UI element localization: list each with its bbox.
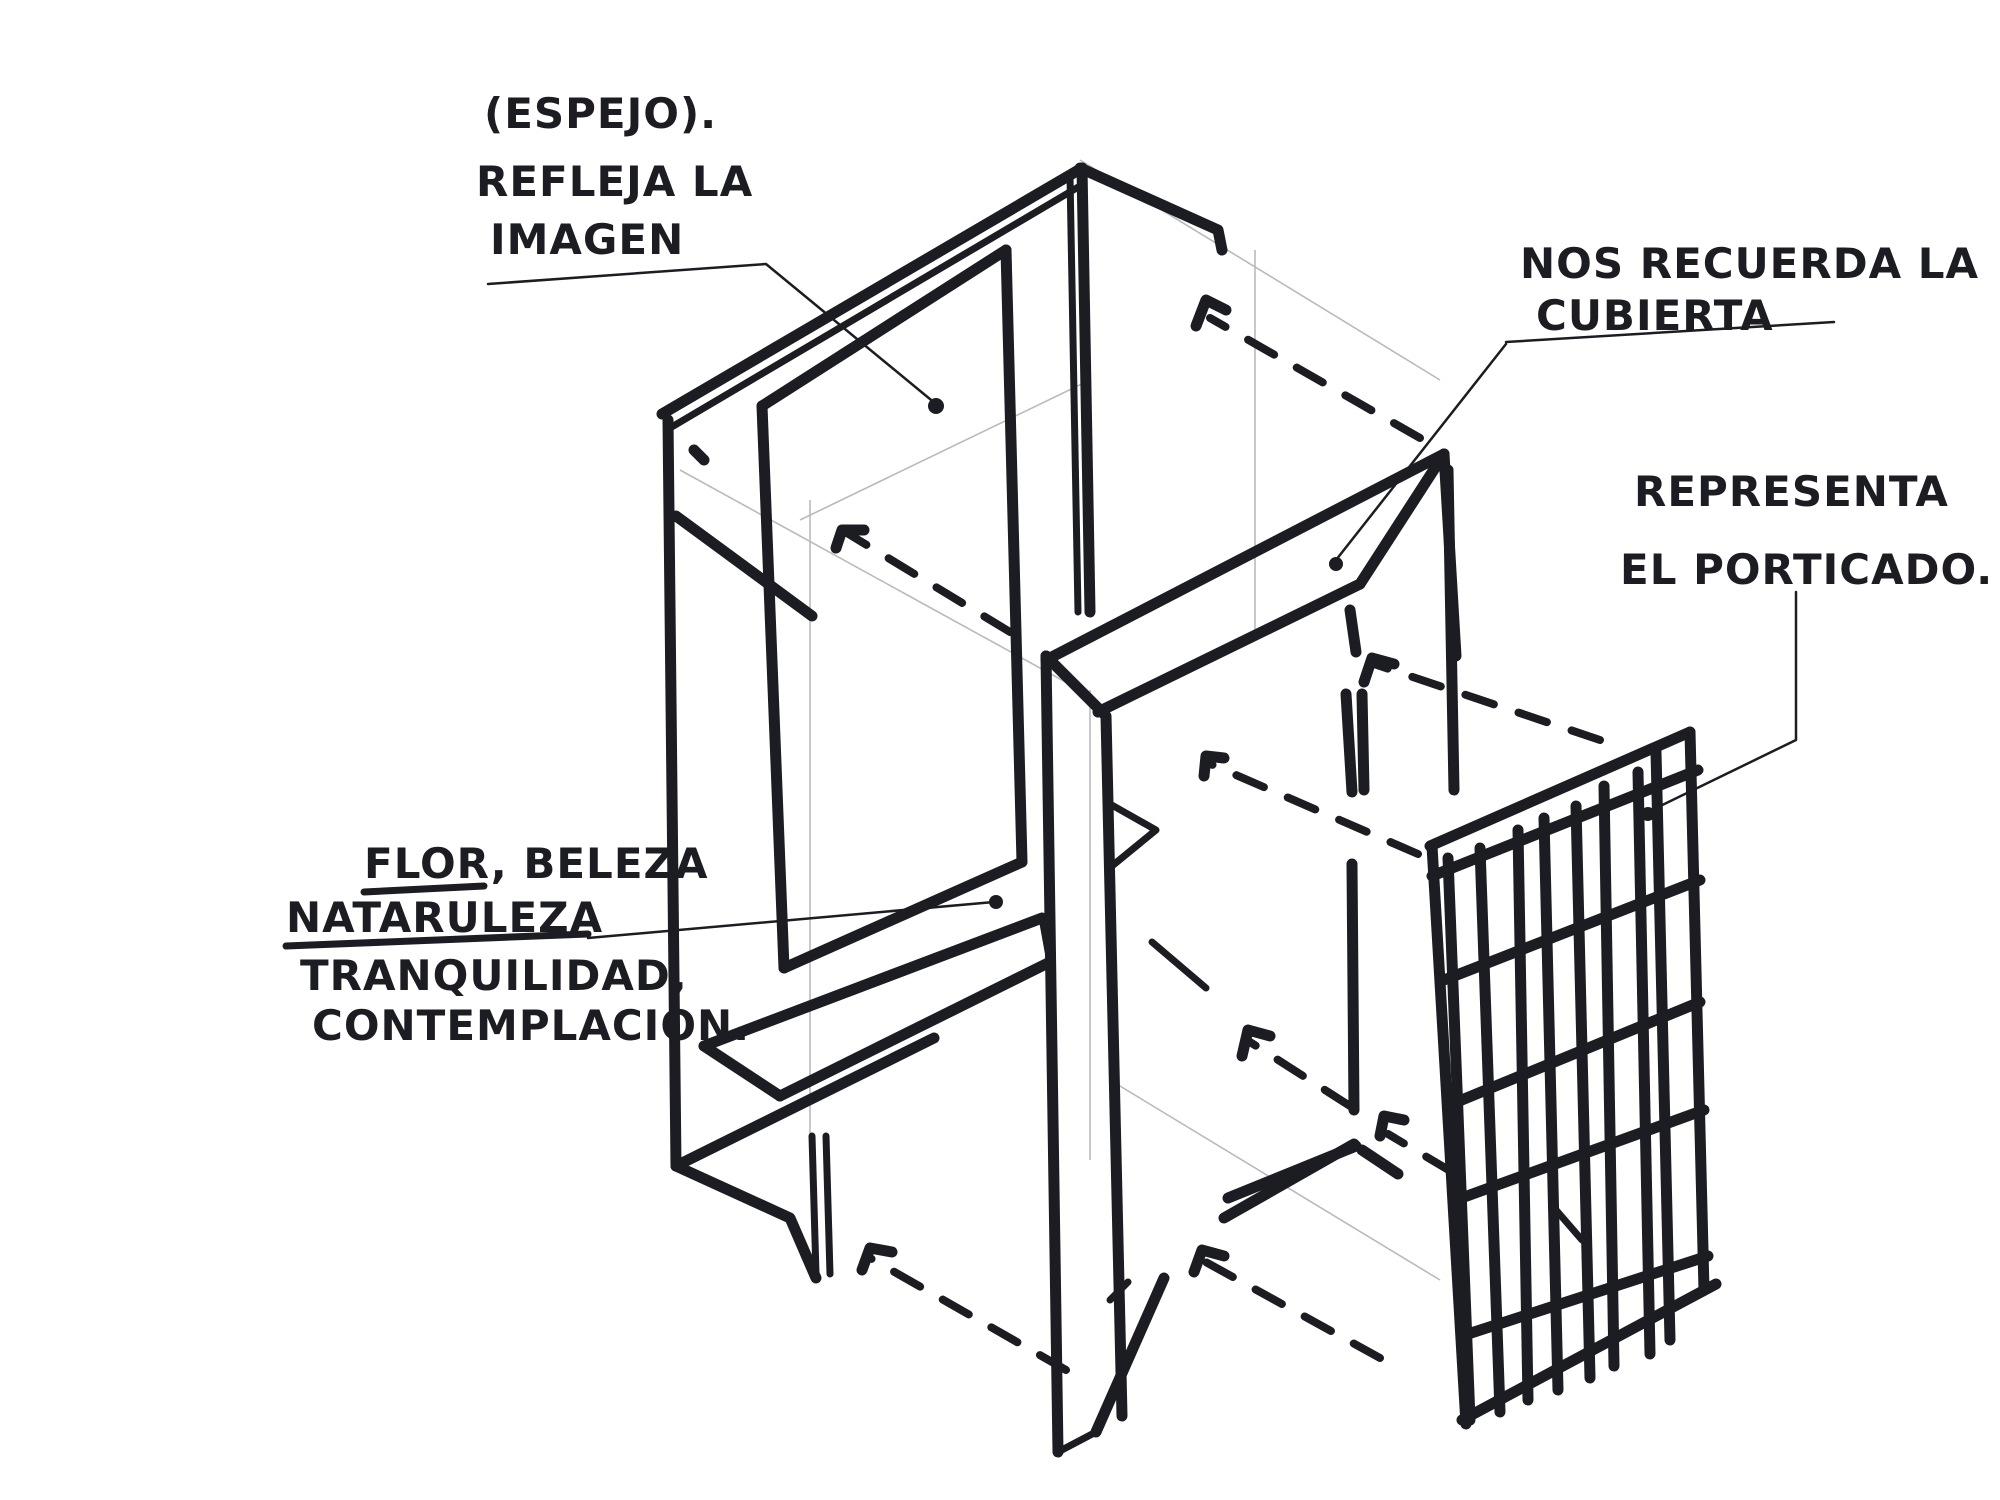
roof-box — [1040, 448, 1462, 1304]
flower-note-line3: TRANQUILIDAD, — [300, 951, 688, 1000]
flower-note-line4: CONTEMPLACION. — [312, 1001, 750, 1050]
annotation-portico: REPRESENTA EL PORTICADO. — [1620, 467, 1993, 594]
portico-point — [1641, 807, 1655, 821]
annotation-flower: FLOR, BELEZA NATARULEZA TRANQUILIDAD, CO… — [282, 839, 750, 1050]
portico-grid — [1424, 726, 1722, 1430]
flower-point — [989, 895, 1003, 909]
mirror-point — [928, 398, 944, 414]
portico-note-line1: REPRESENTA — [1634, 467, 1949, 516]
mirror-panel — [756, 244, 1028, 974]
roof-point — [1329, 557, 1343, 571]
front-plank — [1040, 650, 1170, 1458]
roof-note-line1: NOS RECUERDA LA — [1520, 239, 1979, 288]
leader-lines — [486, 262, 1836, 940]
roof-note-line2: CUBIERTA — [1536, 291, 1774, 340]
annotation-mirror: (ESPEJO). REFLEJA LA IMAGEN — [476, 89, 753, 264]
flower-ledge — [698, 800, 1160, 1278]
flower-note-line1: FLOR, BELEZA — [364, 839, 708, 888]
annotation-roof: NOS RECUERDA LA CUBIERTA — [1520, 239, 1979, 340]
mirror-frame — [656, 162, 1228, 1284]
assembly-arrows — [830, 294, 1604, 1374]
portico-note-line2: EL PORTICADO. — [1620, 545, 1993, 594]
mirror-note-line1: (ESPEJO). — [484, 89, 717, 138]
mirror-note-line2: REFLEJA LA — [476, 157, 753, 206]
mirror-note-line3: IMAGEN — [490, 215, 684, 264]
